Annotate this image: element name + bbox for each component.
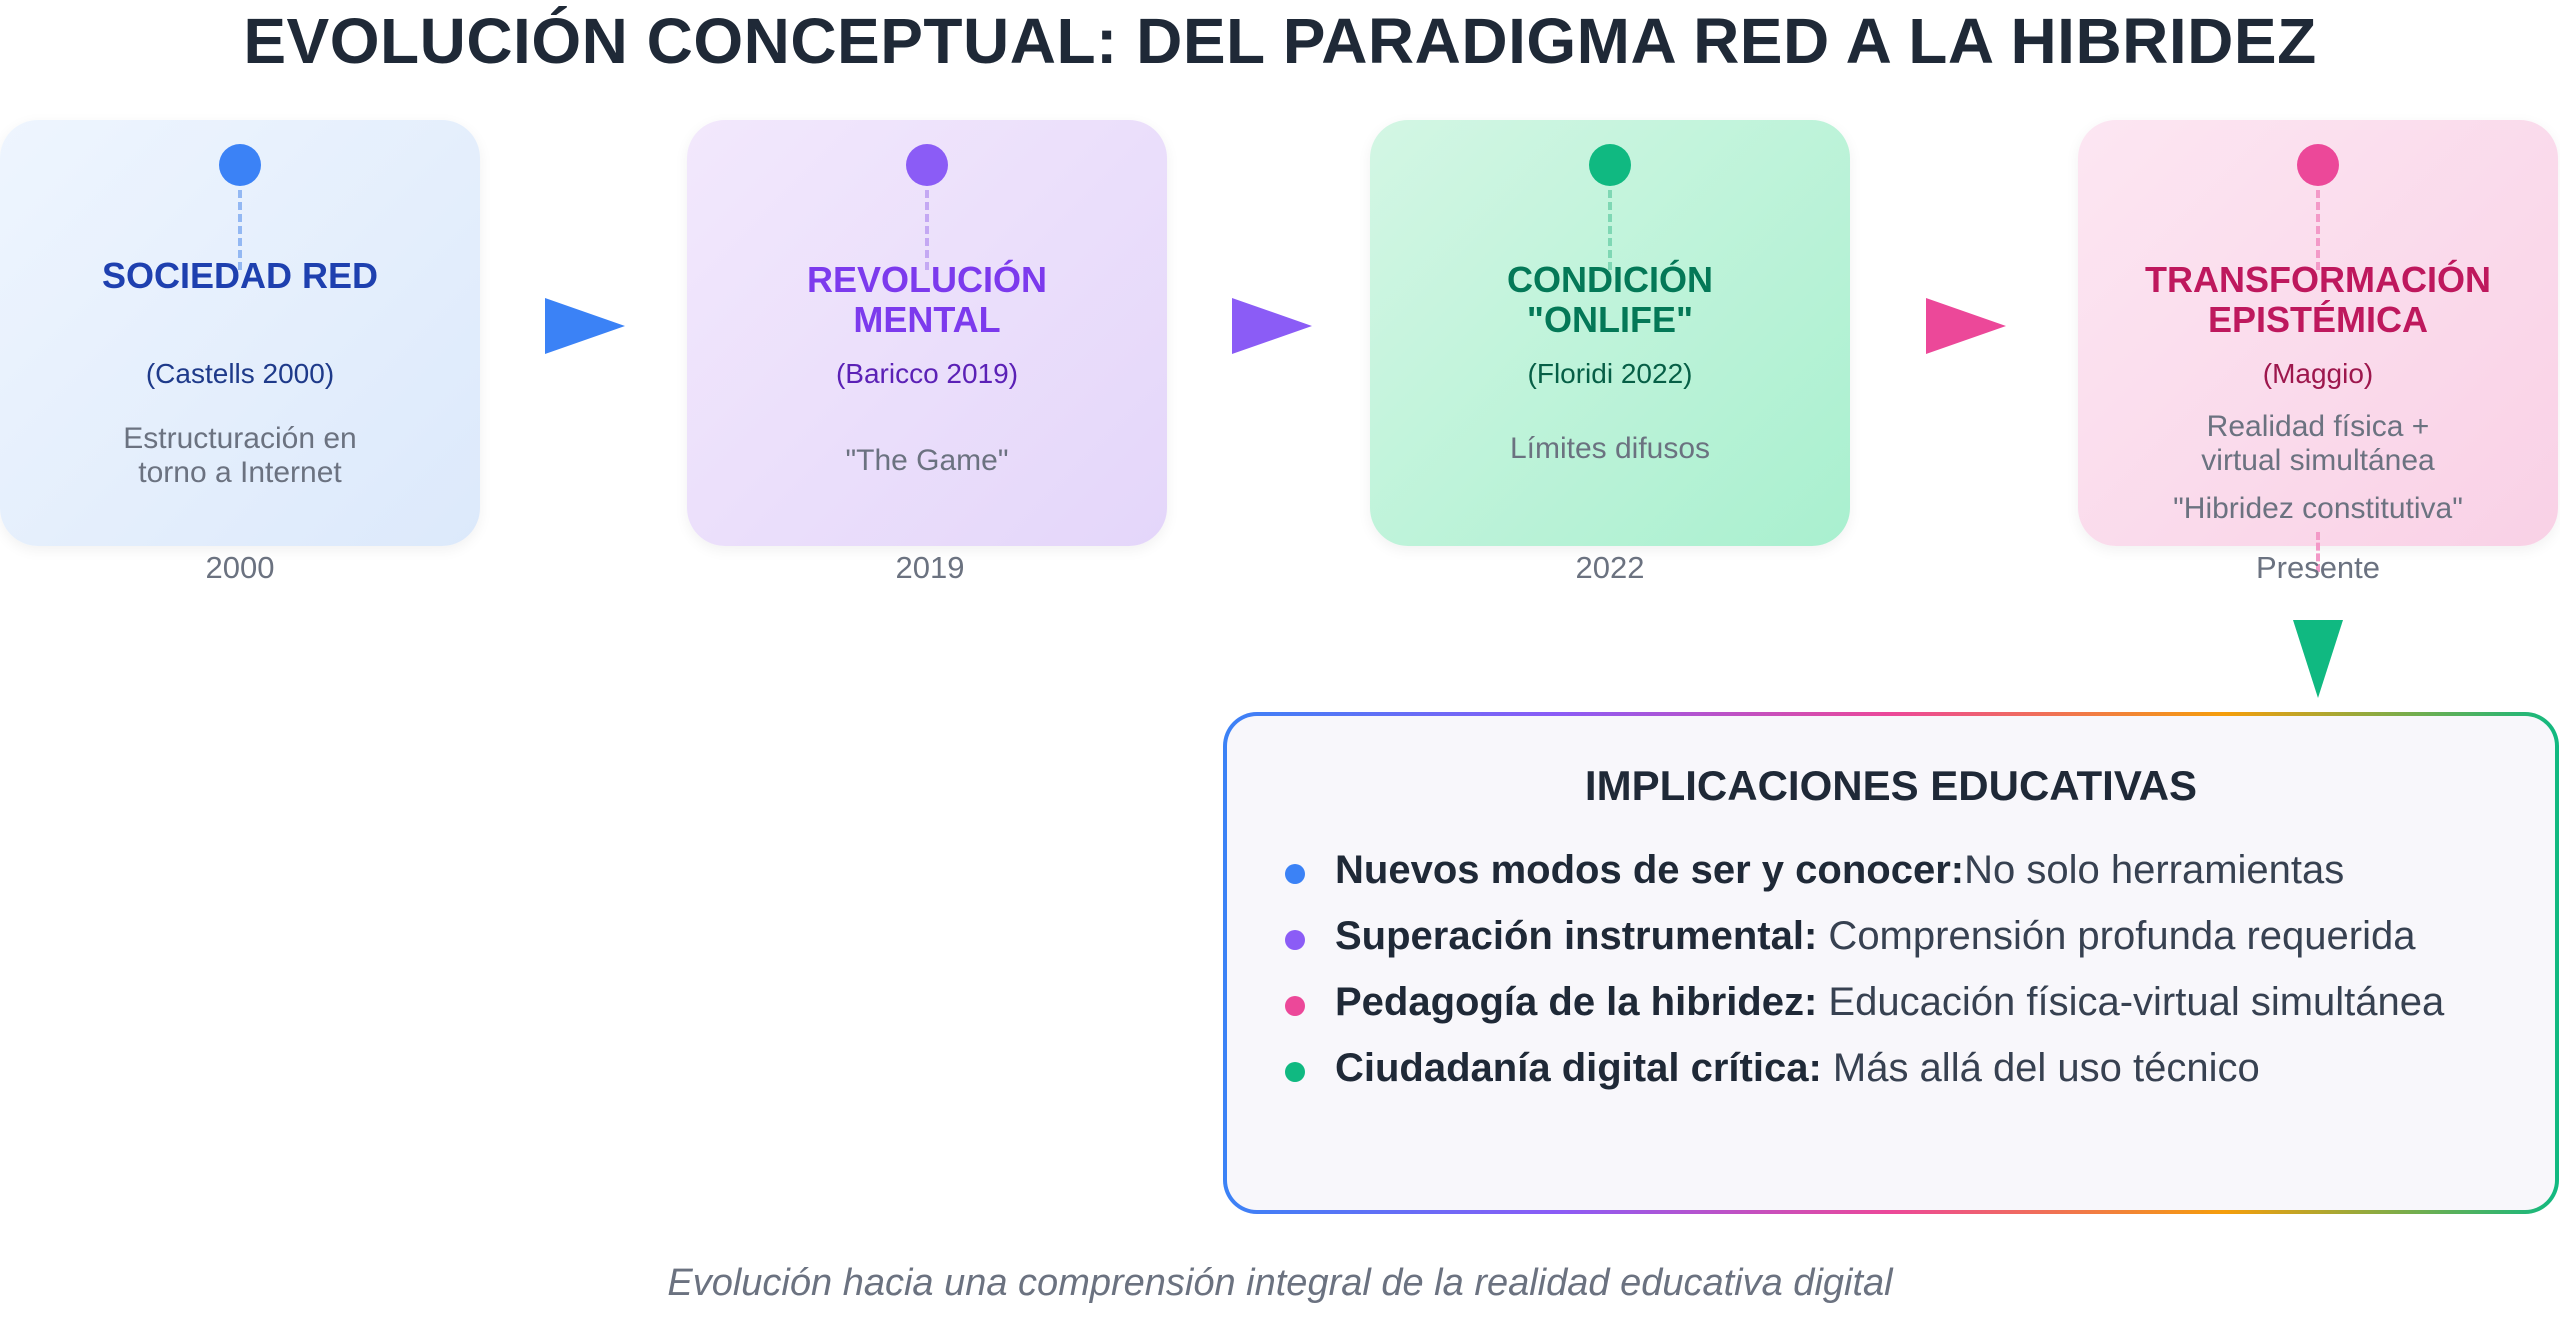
stage-note: "Hibridez constitutiva" <box>2173 492 2463 525</box>
stage-description: Realidad física + virtual simultánea <box>2201 410 2435 477</box>
bullet-dot-icon <box>1285 930 1305 950</box>
footer-caption: Evolución hacia una comprensión integral… <box>667 1262 1893 1304</box>
arrow-head-3 <box>1926 298 2006 354</box>
dashed-stem <box>2316 190 2320 270</box>
stage-description: Estructuración en torno a Internet <box>123 422 357 489</box>
stage-reference: (Maggio) <box>2262 358 2374 389</box>
stage-title: CONDICIÓN "ONLIFE" <box>1507 259 1713 340</box>
diagram-title: EVOLUCIÓN CONCEPTUAL: DEL PARADIGMA RED … <box>243 5 2317 77</box>
arrow-head-2 <box>1232 298 1312 354</box>
stage-description: "The Game" <box>845 444 1009 477</box>
arrow-head-1 <box>545 298 625 354</box>
stage-marker-icon <box>2297 144 2339 186</box>
stage-title: TRANSFORMACIÓN EPISTÉMICA <box>2145 259 2491 340</box>
arrow-connector-3 <box>1848 298 2080 354</box>
implications-title: IMPLICACIONES EDUCATIVAS <box>1584 762 2198 809</box>
stage-title: REVOLUCIÓN MENTAL <box>806 259 1047 340</box>
stage-year: 2000 <box>205 550 275 585</box>
arrow-connector-1 <box>478 298 690 354</box>
stage-reference: (Floridi 2022) <box>1527 358 1693 389</box>
arrow-connector-2 <box>1165 298 1372 354</box>
stage-card-transformacion-epistemica: TRANSFORMACIÓN EPISTÉMICA (Maggio) Reali… <box>2078 120 2558 572</box>
dashed-stem <box>238 190 242 270</box>
bullet-dot-icon <box>1285 864 1305 884</box>
arrow-head-down <box>2293 620 2343 698</box>
stage-marker-icon <box>219 144 261 186</box>
stage-card-revolucion-mental: REVOLUCIÓN MENTAL (Baricco 2019) "The Ga… <box>687 120 1167 546</box>
stage-description: Límites difusos <box>1509 432 1711 465</box>
bullet-dot-icon <box>1285 996 1305 1016</box>
arrow-connector-down <box>2293 584 2343 698</box>
stage-marker-icon <box>906 144 948 186</box>
dashed-stem-bottom <box>2316 532 2320 572</box>
stage-card-condicion-onlife: CONDICIÓN "ONLIFE" (Floridi 2022) Límite… <box>1370 120 1850 546</box>
implications-panel: IMPLICACIONES EDUCATIVAS Nuevos modos de… <box>1223 712 2559 1214</box>
stage-marker-icon <box>1589 144 1631 186</box>
dashed-stem <box>925 190 929 270</box>
stage-year: Presente <box>2255 550 2381 585</box>
stage-card-sociedad-red: SOCIEDAD RED (Castells 2000) Estructurac… <box>0 120 480 546</box>
stage-year: 2019 <box>895 550 965 585</box>
stage-reference: (Baricco 2019) <box>835 358 1019 389</box>
dashed-stem <box>1608 190 1612 270</box>
connectors <box>478 298 2343 698</box>
stage-reference: (Castells 2000) <box>145 358 335 389</box>
stage-year: 2022 <box>1575 550 1645 585</box>
stage-title: SOCIEDAD RED <box>101 255 379 296</box>
bullet-dot-icon <box>1285 1062 1305 1082</box>
